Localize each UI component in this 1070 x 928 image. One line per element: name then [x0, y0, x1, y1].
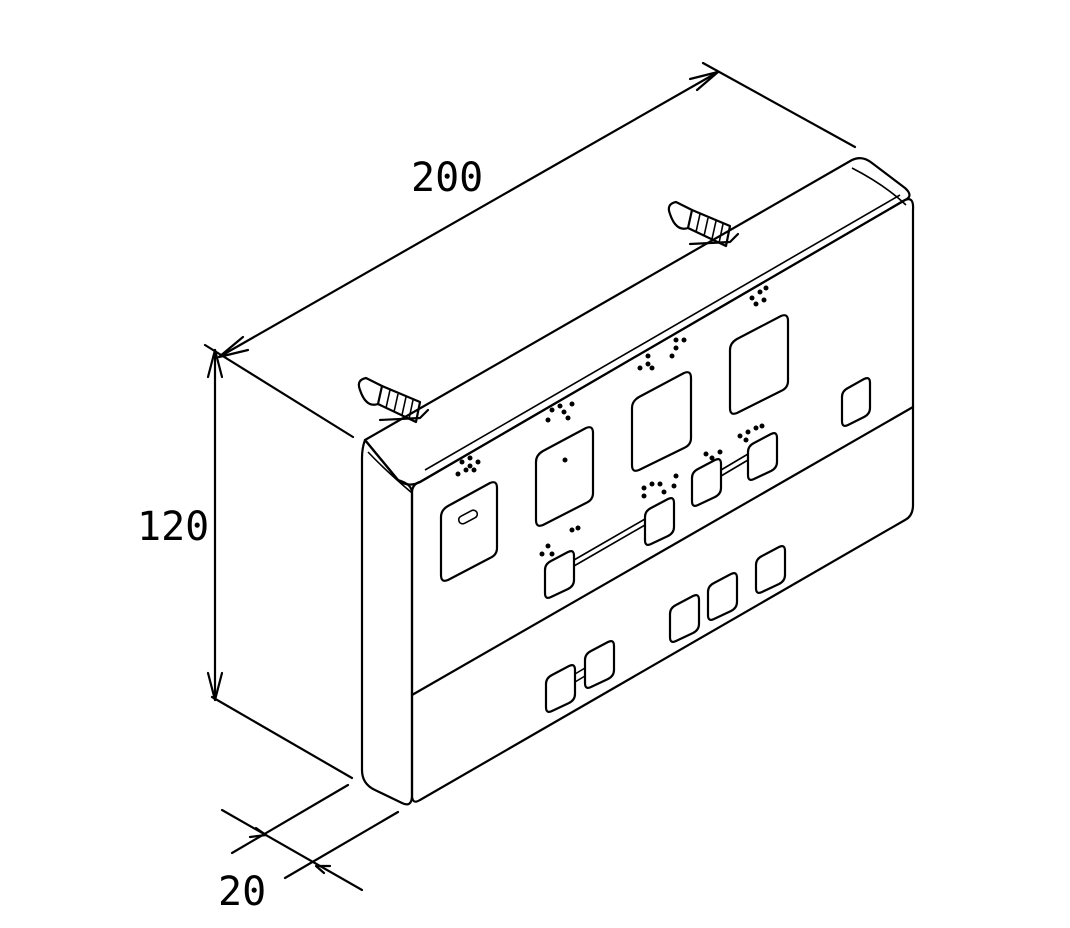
dimension-height: 120: [137, 348, 354, 780]
connector-left: [357, 376, 430, 424]
depth-arrow-right: [314, 864, 332, 875]
depth-extension-line-front: [283, 810, 400, 880]
braille-mark-6: [641, 473, 679, 499]
height-arrow-top: [206, 348, 224, 379]
right-round-edge: [851, 167, 907, 206]
connector-left-ridge-3: [401, 396, 407, 416]
connector-left-ridge-1: [385, 389, 391, 409]
display-window-2: [534, 426, 595, 527]
device-body: [360, 156, 915, 806]
connector-right-ridge-3: [711, 220, 717, 240]
lower-button-2[interactable]: [706, 572, 739, 621]
connector-right-ridge-4: [718, 223, 724, 244]
connector-right: [667, 200, 740, 248]
slider-track-1-top: [573, 518, 646, 561]
connector-right-body: [686, 208, 732, 248]
middle-controls: [543, 432, 779, 599]
display-window-4: [728, 314, 790, 415]
slider-button-3[interactable]: [690, 458, 723, 507]
braille-mark-2: [545, 401, 575, 423]
bottom-button-2[interactable]: [583, 640, 616, 689]
bottom-button-link-bottom: [574, 675, 586, 683]
width-arrow-left: [217, 335, 250, 359]
bottom-button-link-top: [574, 667, 586, 675]
braille-mark-4: [749, 285, 769, 307]
braille-marks: [455, 285, 769, 557]
connector-left-base: [378, 408, 430, 422]
display-window-3: [630, 371, 693, 472]
slider-button-4[interactable]: [746, 432, 779, 481]
dimension-width: 200: [203, 61, 857, 439]
extension-line-left-top: [203, 343, 355, 439]
front-divider-line: [410, 405, 915, 697]
lower-button-3[interactable]: [754, 545, 787, 594]
connector-left-body: [376, 384, 422, 424]
depth-extension-line-back: [230, 783, 350, 855]
left-face: [360, 438, 414, 806]
slider-track-2-top: [720, 453, 749, 471]
braille-mark-7: [703, 423, 765, 461]
width-dimension-line: [217, 70, 720, 359]
display-window-1-slot: [457, 509, 479, 525]
slider-track-2-bottom: [720, 459, 749, 477]
extension-line-left-bottom: [210, 695, 354, 780]
display-window-1: [439, 481, 499, 582]
left-round-edge: [367, 451, 413, 494]
slider-track-1-bottom: [573, 524, 646, 567]
height-label: 120: [137, 504, 209, 550]
braille-mark-3: [637, 337, 687, 371]
small-indicator-window: [840, 377, 872, 427]
depth-dimension-line: [220, 808, 364, 892]
slider-button-2[interactable]: [643, 497, 676, 546]
display-window-2-dot: [562, 457, 568, 463]
depth-arrow-left: [248, 826, 268, 839]
connector-right-ridge-2: [703, 217, 709, 237]
braille-mark-1: [455, 455, 481, 477]
connector-left-ridge-2: [393, 393, 399, 413]
connector-left-ridge-4: [408, 399, 414, 420]
braille-mark-5: [539, 525, 581, 557]
extension-line-right-top: [701, 61, 857, 149]
upper-panel: [439, 314, 872, 582]
bottom-button-1[interactable]: [544, 664, 577, 713]
connector-right-ridge-1: [695, 213, 701, 233]
connector-right-base: [688, 232, 740, 246]
front-face: [410, 198, 915, 803]
width-arrow-right: [688, 70, 720, 92]
top-front-edge: [424, 194, 901, 471]
depth-label: 20: [218, 869, 266, 915]
connector-left-cap: [357, 376, 384, 406]
height-arrow-bottom: [206, 671, 224, 702]
lower-controls: [544, 545, 787, 713]
connector-right-cap: [667, 200, 694, 230]
dimension-depth: 20: [218, 783, 400, 915]
slider-button-1[interactable]: [543, 550, 576, 599]
lower-button-1[interactable]: [668, 594, 701, 643]
width-label: 200: [411, 155, 483, 201]
